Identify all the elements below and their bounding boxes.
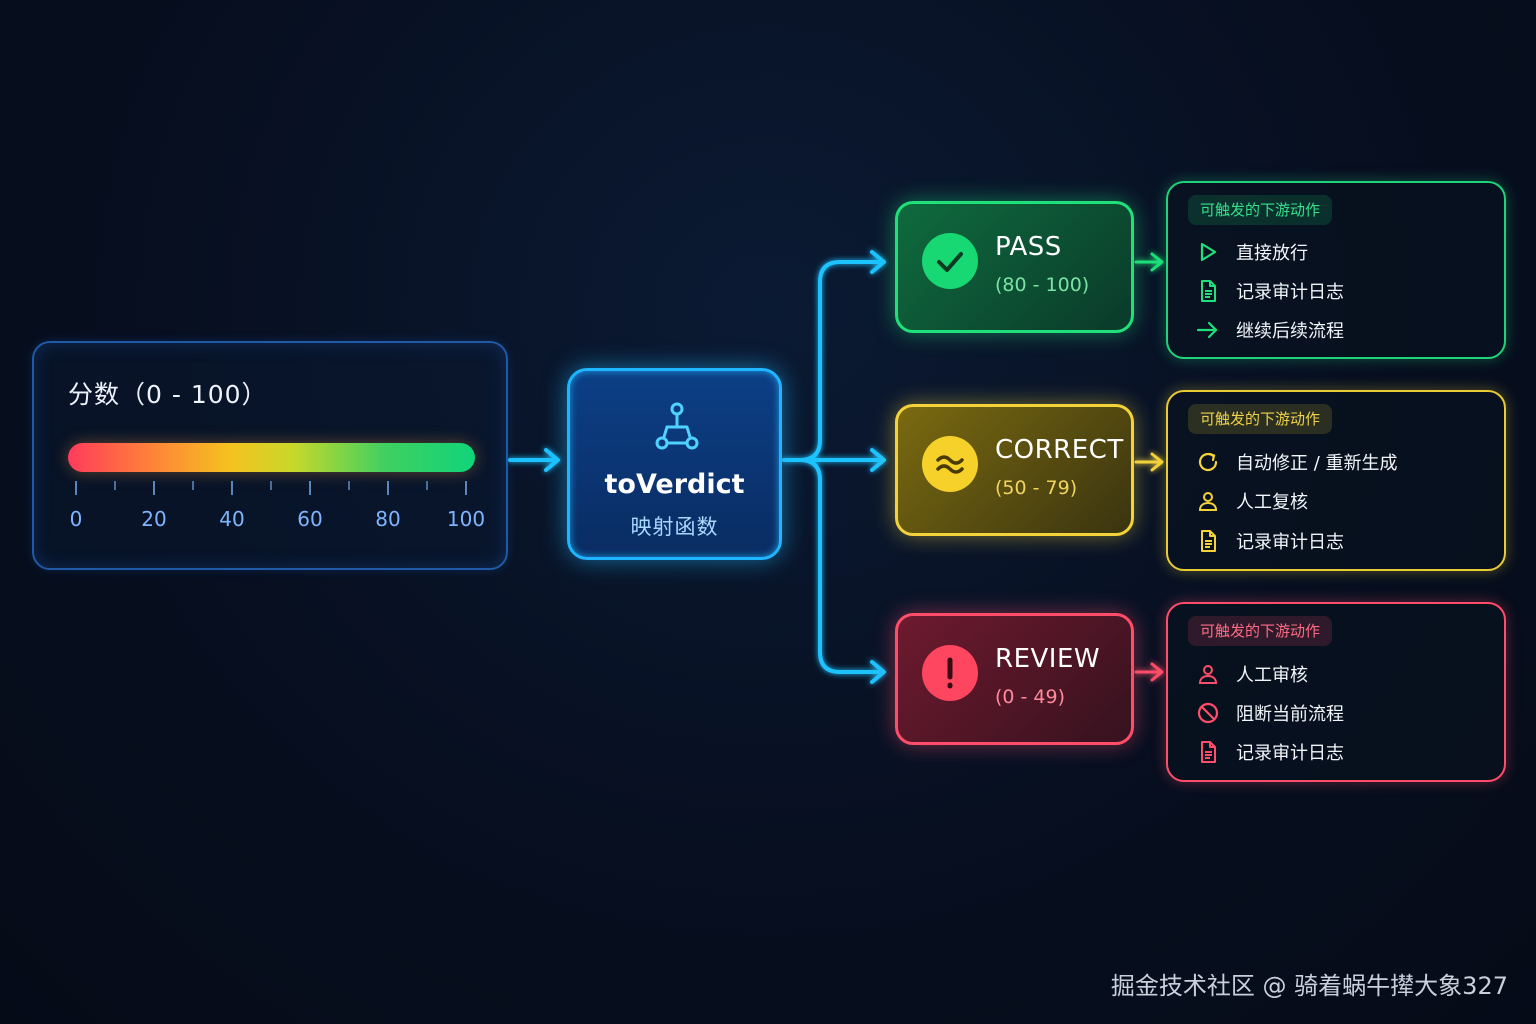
actions-panel-correct: 可触发的下游动作 自动修正 / 重新生成 人工复核 记录审计日志 [1166, 390, 1506, 571]
axis-tick [348, 481, 350, 490]
axis-tick-label: 60 [297, 507, 323, 531]
action-label: 自动修正 / 重新生成 [1236, 453, 1398, 474]
arrowhead-to-pass [870, 250, 886, 274]
action-item[interactable]: 记录审计日志 [1196, 738, 1496, 766]
user-icon [1198, 665, 1218, 684]
axis-tick-label: 0 [69, 507, 83, 531]
action-item[interactable]: 人工审核 [1196, 660, 1496, 688]
check-icon [922, 233, 978, 289]
actions-panel-review: 可触发的下游动作 人工审核 阻断当前流程 记录审计日志 [1166, 602, 1506, 782]
action-label: 记录审计日志 [1236, 282, 1344, 303]
axis-tick-label: 20 [141, 507, 167, 531]
score-title: 分数（0 - 100） [68, 380, 268, 409]
action-item[interactable]: 自动修正 / 重新生成 [1196, 448, 1496, 476]
arrowhead-pass-to-actions [1150, 252, 1164, 272]
document-icon [1201, 530, 1216, 552]
axis-tick [270, 481, 272, 490]
verdict-range: (0 - 49) [995, 686, 1066, 708]
verdict-title: PASS [995, 232, 1062, 262]
node-graph-icon [655, 402, 699, 450]
center-node-title: toVerdict [604, 469, 745, 500]
actions-header: 可触发的下游动作 [1188, 404, 1333, 434]
action-label: 人工审核 [1236, 665, 1308, 686]
action-item[interactable]: 人工复核 [1196, 487, 1496, 515]
watermark: 掘金技术社区 @ 骑着蜗牛撵大象327 [1110, 972, 1508, 1000]
axis-tick [114, 481, 116, 490]
axis-tick [192, 481, 194, 490]
axis-tick [153, 481, 155, 495]
user-icon [1198, 492, 1218, 511]
action-item[interactable]: 记录审计日志 [1196, 527, 1496, 555]
action-label: 记录审计日志 [1236, 743, 1344, 764]
arrowhead-score-to-center [544, 448, 560, 472]
document-icon [1201, 741, 1216, 763]
verdict-range: (80 - 100) [995, 274, 1090, 296]
action-item[interactable]: 记录审计日志 [1196, 277, 1496, 305]
axis-tick-label: 40 [219, 507, 245, 531]
verdict-review-node[interactable]: REVIEW (0 - 49) [895, 613, 1134, 745]
arrowhead-to-review [870, 660, 886, 684]
axis-tick [465, 481, 467, 495]
axis-tick [309, 481, 311, 495]
play-icon [1200, 242, 1217, 262]
axis-tick [231, 481, 233, 495]
refresh-icon [1198, 452, 1218, 472]
action-label: 直接放行 [1236, 243, 1308, 264]
score-panel: 分数（0 - 100） 0 20 40 60 80 100 [32, 341, 508, 570]
wire-to-pass [798, 260, 882, 462]
block-icon [1197, 702, 1219, 724]
actions-header: 可触发的下游动作 [1188, 616, 1333, 646]
verdict-pass-node[interactable]: PASS (80 - 100) [895, 201, 1134, 333]
actions-panel-pass: 可触发的下游动作 直接放行 记录审计日志 继续后续流程 [1166, 181, 1506, 359]
action-item[interactable]: 直接放行 [1196, 238, 1496, 266]
action-label: 继续后续流程 [1236, 321, 1344, 342]
action-item[interactable]: 继续后续流程 [1196, 316, 1496, 344]
arrowhead-to-correct [870, 448, 886, 472]
action-label: 人工复核 [1236, 492, 1308, 513]
verdict-range: (50 - 79) [995, 477, 1078, 499]
center-node-subtitle: 映射函数 [630, 515, 719, 539]
arrowhead-review-to-actions [1150, 662, 1164, 682]
axis-tick-label: 100 [446, 507, 486, 531]
actions-header: 可触发的下游动作 [1188, 195, 1333, 225]
verdict-title: CORRECT [995, 435, 1124, 465]
arrowhead-correct-to-actions [1150, 452, 1164, 472]
document-icon [1201, 280, 1216, 302]
verdict-title: REVIEW [995, 644, 1101, 674]
verdict-correct-node[interactable]: CORRECT (50 - 79) [895, 404, 1134, 536]
arrow-right-icon [1196, 321, 1218, 339]
axis-tick [387, 481, 389, 495]
action-label: 记录审计日志 [1236, 532, 1344, 553]
exclamation-icon [922, 645, 978, 701]
score-gradient-bar [68, 443, 475, 472]
axis-tick [75, 481, 77, 495]
action-item[interactable]: 阻断当前流程 [1196, 699, 1496, 727]
approx-icon [922, 436, 978, 492]
axis-tick-label: 80 [375, 507, 401, 531]
axis-tick [426, 481, 428, 490]
action-label: 阻断当前流程 [1236, 704, 1344, 725]
toverdict-node[interactable]: toVerdict 映射函数 [567, 368, 782, 560]
wire-to-review [798, 458, 882, 674]
